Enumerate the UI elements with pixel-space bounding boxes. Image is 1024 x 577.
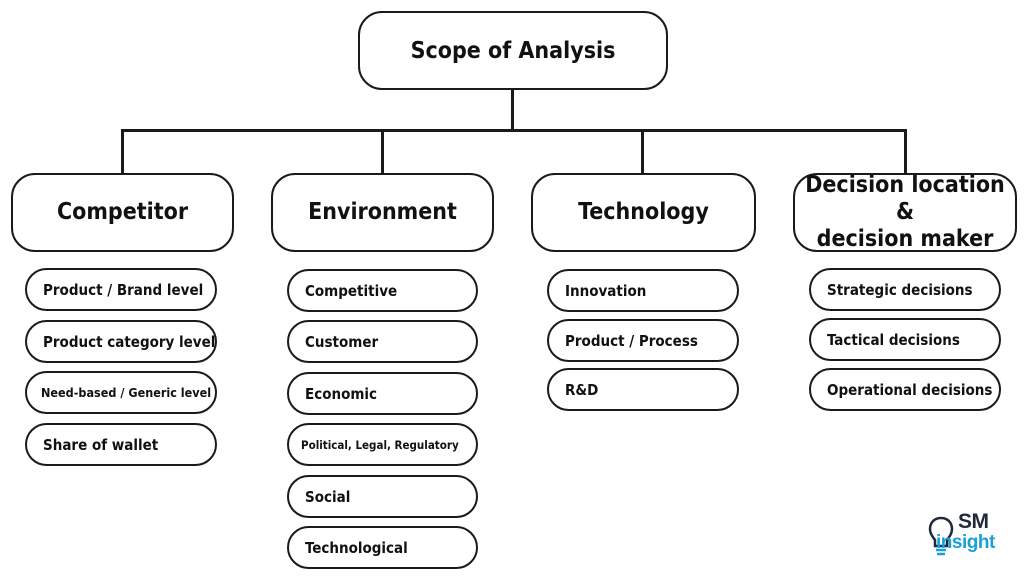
item-label: Innovation	[565, 281, 647, 300]
item-label: Tactical decisions	[827, 330, 960, 349]
category-technology: Technology	[531, 173, 756, 252]
category-decision-location: Decision location & decision maker	[793, 172, 1017, 252]
root-connector	[511, 90, 514, 131]
list-item: Competitive	[287, 269, 478, 312]
list-item: Product category level	[25, 320, 217, 363]
item-label: Economic	[305, 384, 378, 403]
decision-connector	[904, 129, 907, 174]
item-label: R&D	[565, 380, 599, 399]
list-item: Product / Brand level	[25, 268, 217, 311]
category-label: Technology	[578, 199, 709, 225]
item-label: Product / Brand level	[43, 280, 204, 299]
item-label: Customer	[305, 332, 379, 351]
list-item: Strategic decisions	[809, 268, 1001, 311]
list-item: Share of wallet	[25, 423, 217, 466]
item-label: Political, Legal, Regulatory	[301, 437, 459, 452]
item-label: Need-based / Generic level	[41, 385, 212, 400]
logo-sm-text: SM	[958, 510, 989, 533]
sm-insight-logo: SM insight	[928, 510, 1008, 562]
list-item: Tactical decisions	[809, 318, 1001, 361]
item-label: Share of wallet	[43, 435, 159, 454]
list-item: Social	[287, 475, 478, 518]
root-label: Scope of Analysis	[410, 37, 616, 64]
list-item: Customer	[287, 320, 478, 363]
item-label: Strategic decisions	[827, 280, 973, 299]
list-item: Innovation	[547, 269, 739, 312]
list-item: Need-based / Generic level	[25, 371, 217, 414]
item-label: Competitive	[305, 281, 398, 300]
list-item: R&D	[547, 368, 739, 411]
list-item: Product / Process	[547, 319, 739, 362]
category-environment: Environment	[271, 173, 494, 252]
item-label: Technological	[305, 538, 408, 557]
category-label-line2: decision maker	[816, 226, 994, 252]
logo-insight-text: insight	[936, 532, 995, 553]
category-label: Environment	[308, 199, 457, 225]
item-label: Social	[305, 487, 351, 506]
list-item: Technological	[287, 526, 478, 569]
item-label: Operational decisions	[827, 380, 993, 399]
category-competitor: Competitor	[11, 173, 234, 252]
technology-connector	[641, 129, 644, 174]
item-label: Product / Process	[565, 331, 698, 350]
competitor-connector	[121, 129, 124, 174]
horizontal-connector	[121, 129, 907, 132]
category-label: Competitor	[56, 199, 189, 225]
lightbulb-icon	[928, 516, 954, 556]
category-label-line1: Decision location &	[805, 172, 1005, 225]
list-item: Economic	[287, 372, 478, 415]
list-item: Operational decisions	[809, 368, 1001, 411]
list-item: Political, Legal, Regulatory	[287, 423, 478, 466]
root-node: Scope of Analysis	[358, 11, 668, 90]
item-label: Product category level	[43, 332, 216, 351]
environment-connector	[381, 129, 384, 174]
